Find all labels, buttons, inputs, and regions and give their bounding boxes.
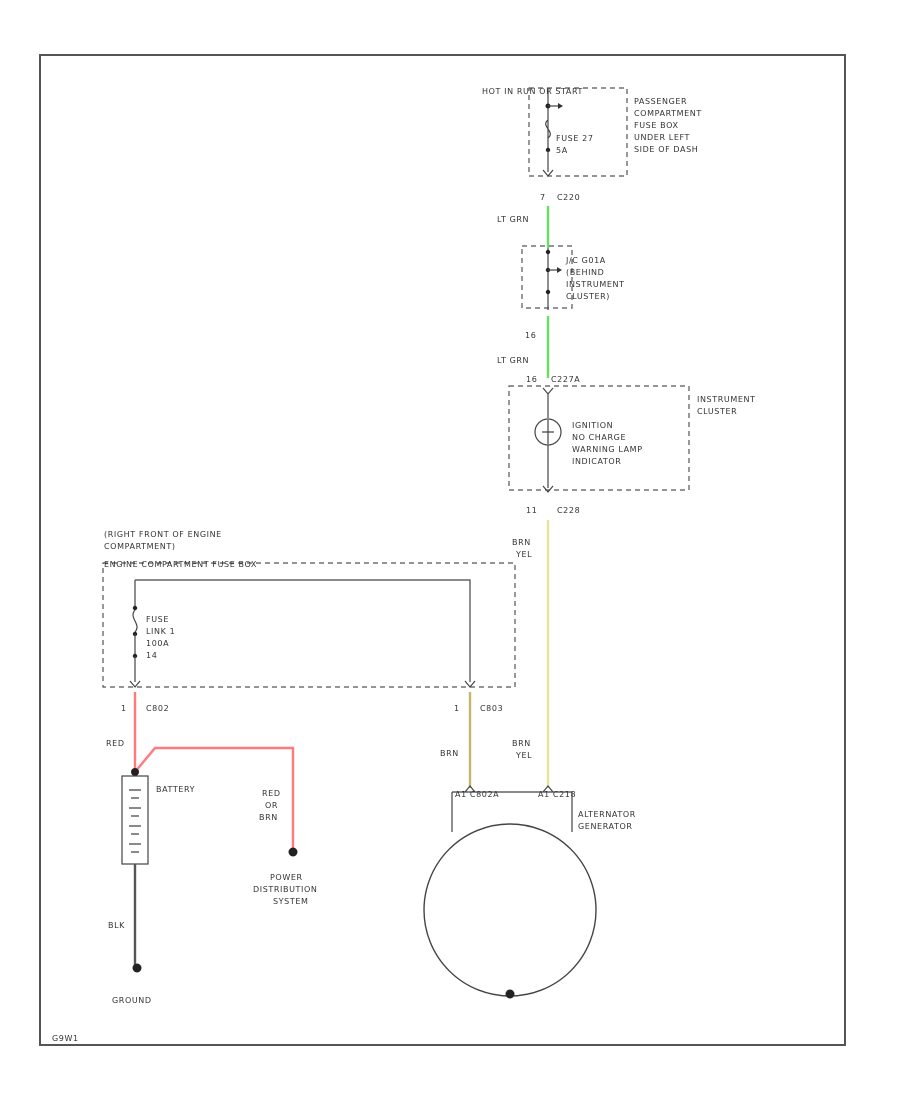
lamp-line-3: WARNING LAMP <box>572 445 643 454</box>
connector-c228-icon <box>542 485 554 493</box>
jc-label: J/C G01A (BEHIND INSTRUMENT CLUSTER) <box>565 256 625 301</box>
conn-c227a: C227A <box>551 375 580 384</box>
conn-c802: C802 <box>146 704 169 713</box>
battery-icon <box>121 775 149 865</box>
engine-box-bus <box>135 579 471 682</box>
wire-brn-yel-lower-2: YEL <box>515 751 532 760</box>
engine-title-2: COMPARTMENT) <box>104 542 176 551</box>
conn-c803: C803 <box>480 704 503 713</box>
alt-conn-1: A1 C802A <box>455 790 499 799</box>
battery-cells <box>129 789 141 853</box>
jc-arrow-icon <box>557 267 562 273</box>
battery-label: BATTERY <box>156 785 195 794</box>
passenger-fuse-box-label: PASSENGER COMPARTMENT FUSE BOX UNDER LEF… <box>634 97 702 154</box>
figure-code: G9W1 <box>52 1034 79 1043</box>
pcfb-line-5: SIDE OF DASH <box>634 145 698 154</box>
fuse27-rating: 5A <box>556 146 568 155</box>
cluster-line-1: INSTRUMENT <box>697 395 756 404</box>
fuse-link-line-2: LINK 1 <box>146 627 175 636</box>
fuse-link-line-4: 14 <box>146 651 157 660</box>
jc-line-2: (BEHIND <box>566 268 604 277</box>
power-dist-node <box>288 847 298 857</box>
connector-c227a-icon <box>542 387 554 395</box>
alternator-line-1: ALTERNATOR <box>578 810 636 819</box>
fuse27-label: FUSE 27 <box>556 134 594 143</box>
wire-brn-label: BRN <box>440 749 459 758</box>
power-dist-3: SYSTEM <box>273 897 309 906</box>
wire-brn-yel-upper-1: BRN <box>512 538 531 547</box>
pcfb-line-3: FUSE BOX <box>634 121 679 130</box>
alternator-line-2: GENERATOR <box>578 822 633 831</box>
pin-c802: 1 <box>121 704 127 713</box>
conn-c220: C220 <box>557 193 580 202</box>
wire-red-label: RED <box>106 739 125 748</box>
alternator-ground-node <box>505 989 515 999</box>
pcfb-line-4: UNDER LEFT <box>634 133 690 142</box>
bus-arrow-icon <box>558 103 563 109</box>
jc-block-outline <box>521 245 573 309</box>
lamp-line-4: INDICATOR <box>572 457 621 466</box>
conn-c228: C228 <box>557 506 580 515</box>
jc-line-1: J/C G01A <box>565 256 606 265</box>
red-or-brn-3: BRN <box>259 813 278 822</box>
pin-16: 16 <box>525 331 536 340</box>
battery-cell-plates <box>129 789 141 853</box>
lamp-filament-icon <box>542 420 554 444</box>
wire-brn-yel-upper-2: YEL <box>515 550 532 559</box>
jc-node-bottom <box>545 289 551 295</box>
fuse-link-label: FUSE LINK 1 100A 14 <box>146 615 175 660</box>
ground-node <box>132 963 142 973</box>
pin-c228: 11 <box>526 506 537 515</box>
cluster-line-2: CLUSTER <box>697 407 737 416</box>
alternator-connector-bar <box>452 791 573 832</box>
alt-conn-2: A1 C218 <box>538 790 576 799</box>
power-dist-2: DISTRIBUTION <box>253 885 317 894</box>
pcfb-line-2: COMPARTMENT <box>634 109 702 118</box>
fuse27-element <box>545 119 551 139</box>
alternator-icon <box>423 823 597 997</box>
fuse-link-node-top <box>132 605 138 611</box>
jc-node-top <box>545 249 551 255</box>
ground-label: GROUND <box>112 996 152 1005</box>
connector-c803-icon <box>464 680 476 688</box>
wire-ltgrn-2-label: LT GRN <box>497 356 529 365</box>
instrument-cluster-outline <box>508 385 690 491</box>
wire-blk-label: BLK <box>108 921 125 930</box>
lamp-line-2: NO CHARGE <box>572 433 626 442</box>
battery-positive-node <box>131 768 139 776</box>
red-or-brn-2: OR <box>265 801 278 810</box>
wire-brn-yel-lower-1: BRN <box>512 739 531 748</box>
engine-title-1: (RIGHT FRONT OF ENGINE <box>104 530 222 539</box>
lamp-label: IGNITION NO CHARGE WARNING LAMP INDICATO… <box>572 421 643 466</box>
pin-c803: 1 <box>454 704 460 713</box>
jc-line-3: INSTRUMENT <box>566 280 625 289</box>
connector-c218-icon <box>542 785 554 793</box>
lamp-line-1: IGNITION <box>572 421 613 430</box>
power-dist-1: POWER <box>270 873 303 882</box>
jc-line-4: CLUSTER) <box>566 292 610 301</box>
fuse-link-element <box>132 609 138 633</box>
engine-fuse-box-outline <box>102 562 516 688</box>
diagram-frame <box>39 54 846 1046</box>
pcfb-line-1: PASSENGER <box>634 97 687 106</box>
red-or-brn-1: RED <box>262 789 281 798</box>
hot-label: HOT IN RUN OR START <box>482 87 583 96</box>
wire-ltgrn-1-label: LT GRN <box>497 215 529 224</box>
engine-box-label: ENGINE COMPARTMENT FUSE BOX <box>104 560 257 569</box>
connector-c802-icon <box>129 680 141 688</box>
fuse-link-line-3: 100A <box>146 639 169 648</box>
connector-c220-icon <box>542 169 554 177</box>
pin-c220: 7 <box>540 193 546 202</box>
passenger-fuse-box-outline <box>528 87 628 177</box>
wire-red-or-brn <box>134 746 295 852</box>
pin-c227a: 16 <box>526 375 537 384</box>
connector-c802a-icon <box>464 785 476 793</box>
fuse-link-line-1: FUSE <box>146 615 169 624</box>
